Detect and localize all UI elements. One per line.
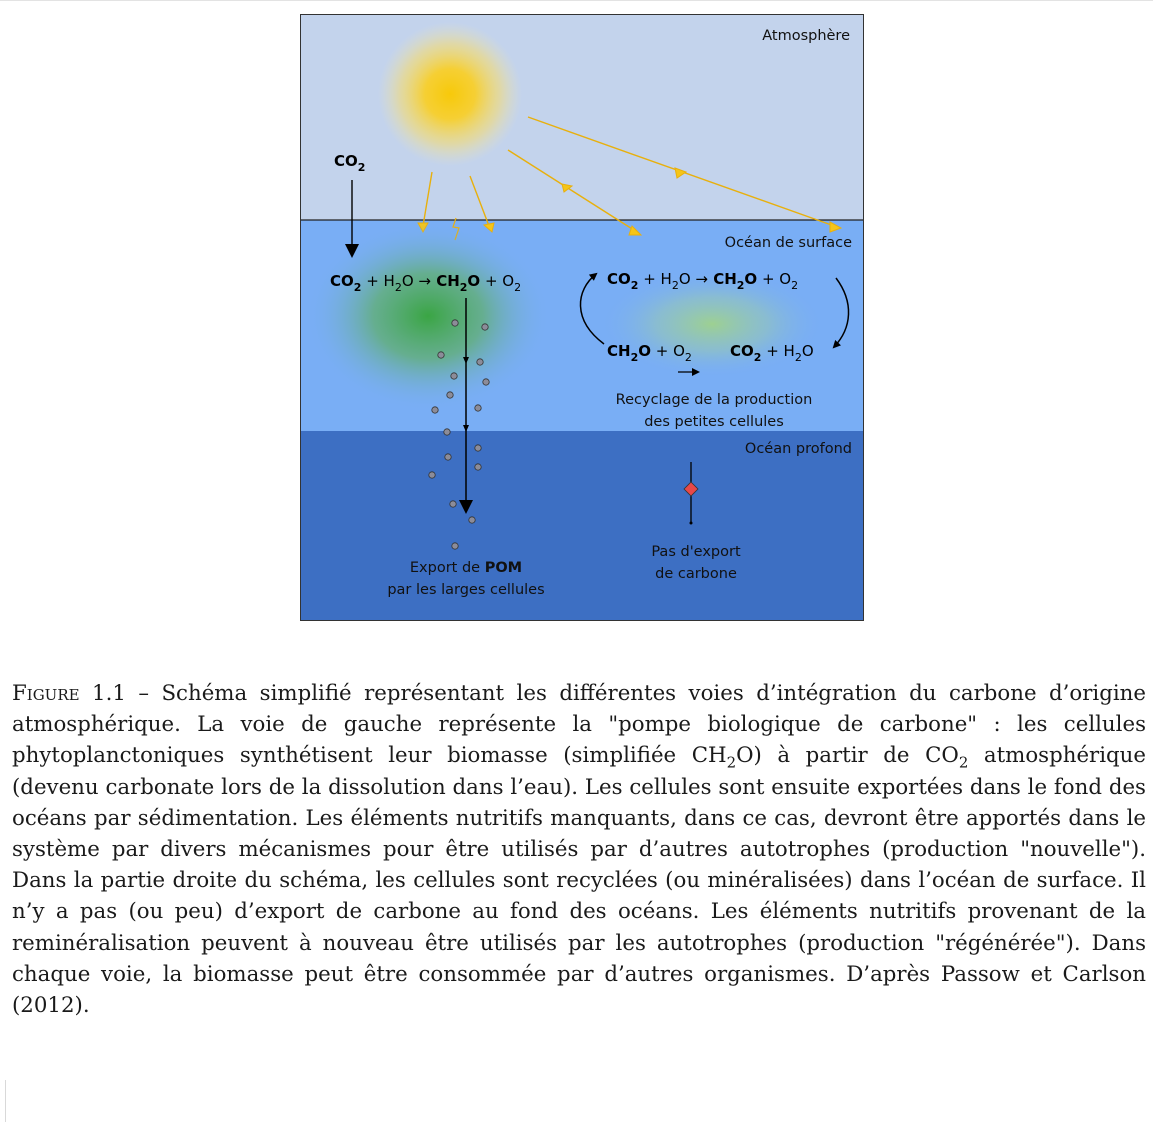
deep-ocean-label: Océan profond	[745, 441, 852, 457]
figure-number: Figure 1.1	[12, 681, 126, 706]
page-top-border	[0, 0, 1153, 7]
deep-ocean-zone	[300, 431, 864, 621]
sun-icon	[378, 22, 522, 166]
caption-sub-1: 2	[726, 753, 737, 772]
caption-dash: –	[125, 681, 162, 706]
page-left-border	[5, 1080, 6, 1122]
export-label-line1: Export de POM	[410, 560, 522, 576]
recycling-loop-right-arrow	[832, 277, 850, 349]
diagram-border	[300, 14, 864, 621]
caption-text-2: O) à partir de CO	[736, 743, 959, 769]
left-photosynthesis-equation: CO2 + H2O → CH2O + O2	[330, 272, 521, 294]
right-photosynthesis-equation: CO2 + H2O → CH2O + O2	[607, 270, 798, 292]
surface-ocean-label: Océan de surface	[725, 235, 852, 251]
co2-input-label: CO2	[334, 152, 365, 174]
no-export-label-line1: Pas d'export	[651, 544, 741, 560]
caption-sub-2: 2	[958, 753, 969, 772]
export-label-line2: par les larges cellules	[387, 582, 544, 598]
caption-text-1: Schéma simplifié représentant les différ…	[12, 681, 1146, 769]
no-export-label-line2: de carbone	[655, 566, 737, 582]
atmosphere-label: Atmosphère	[762, 28, 850, 44]
small-cell-bloom	[600, 270, 824, 378]
large-cell-bloom	[306, 221, 550, 411]
recycling-loop-left-arrow	[579, 272, 605, 345]
no-export-diamond-icon	[683, 481, 699, 497]
carbon-pathways-diagram: Atmosphère Océan de surface Océan profon…	[300, 14, 864, 621]
recycling-label-line1: Recyclage de la production	[616, 392, 813, 408]
caption-text-3: atmosphérique (devenu carbonate lors de …	[12, 743, 1146, 1019]
pom-particles	[428, 319, 490, 550]
respiration-reactants: CH2O + O2	[607, 342, 692, 364]
figure-caption: Figure 1.1 – Schéma simplifié représenta…	[12, 678, 1146, 1021]
respiration-products: CO2 + H2O	[730, 342, 814, 364]
recycling-label-line2: des petites cellules	[644, 414, 784, 430]
